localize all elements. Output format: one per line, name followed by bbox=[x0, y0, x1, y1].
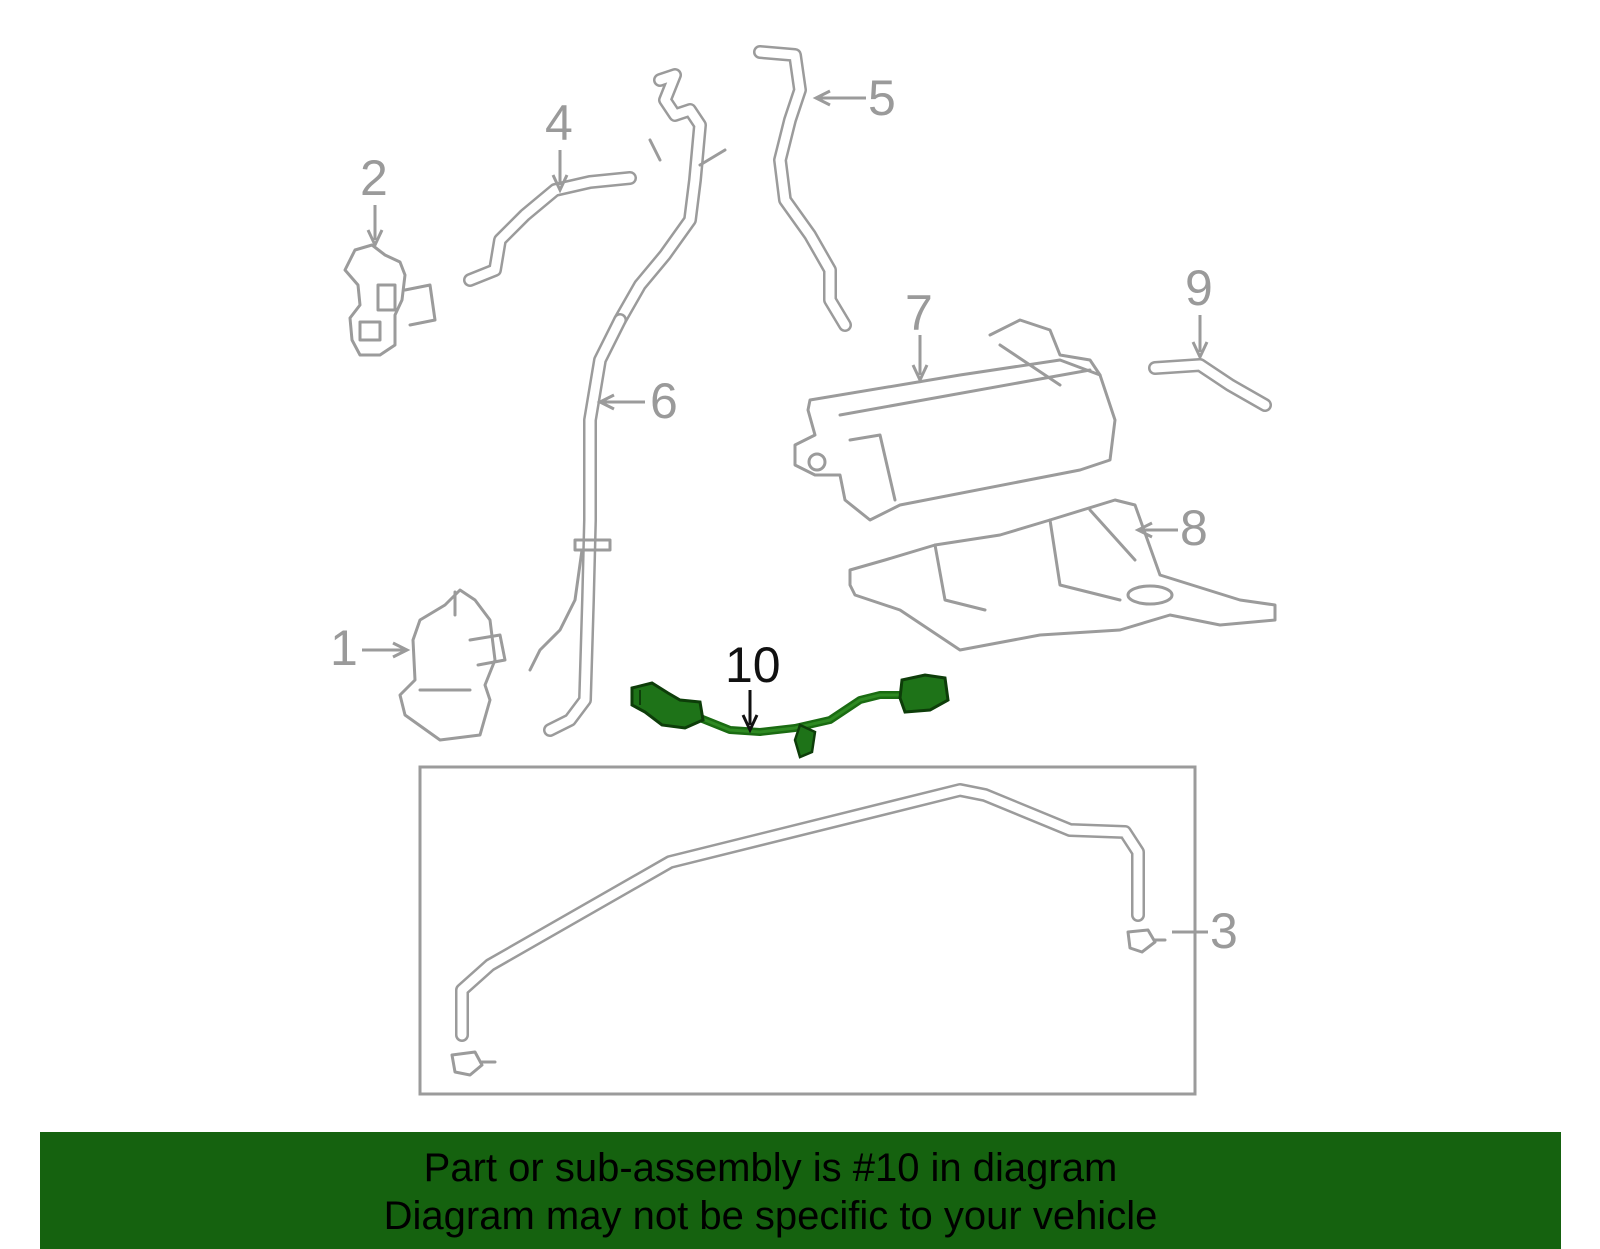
callout-2: 2 bbox=[360, 150, 388, 206]
leader-9-arrow bbox=[1191, 341, 1209, 361]
leader-2-arrow bbox=[366, 229, 384, 249]
leader-7-arrow bbox=[911, 364, 929, 384]
callout-6: 6 bbox=[650, 373, 678, 429]
leader-1-arrow bbox=[392, 641, 411, 659]
leader-10-arrow bbox=[741, 714, 759, 734]
callout-1: 1 bbox=[330, 620, 358, 676]
part-6-hose-assembly bbox=[528, 68, 727, 737]
callout-8: 8 bbox=[1180, 500, 1208, 556]
callout-9: 9 bbox=[1185, 260, 1213, 316]
callout-5: 5 bbox=[868, 70, 896, 126]
part-9-hose bbox=[1148, 358, 1272, 412]
part-2-valve bbox=[343, 243, 437, 357]
part-1-valve bbox=[398, 588, 507, 742]
banner-line-1: Part or sub-assembly is #10 in diagram bbox=[423, 1146, 1118, 1190]
callout-4: 4 bbox=[545, 95, 573, 151]
callout-7: 7 bbox=[905, 285, 933, 341]
banner-line-2: Diagram may not be specific to your vehi… bbox=[383, 1194, 1158, 1238]
leader-4-arrow bbox=[551, 174, 569, 194]
parts-diagram: 2 4 5 6 1 bbox=[330, 45, 1277, 1096]
part-8-bracket bbox=[848, 498, 1277, 652]
leader-6-arrow bbox=[596, 393, 615, 411]
leader-8-arrow bbox=[1134, 521, 1153, 539]
callout-3: 3 bbox=[1210, 903, 1238, 959]
part-5-hose bbox=[753, 45, 852, 332]
part-3-tube bbox=[450, 783, 1167, 1077]
leader-5-arrow bbox=[812, 89, 831, 107]
part-10-sensor-harness bbox=[630, 673, 950, 759]
part-7-canister bbox=[793, 318, 1117, 522]
info-banner: Part or sub-assembly is #10 in diagram D… bbox=[40, 1132, 1561, 1249]
part-4-hose bbox=[463, 171, 637, 287]
callout-10: 10 bbox=[725, 637, 781, 693]
